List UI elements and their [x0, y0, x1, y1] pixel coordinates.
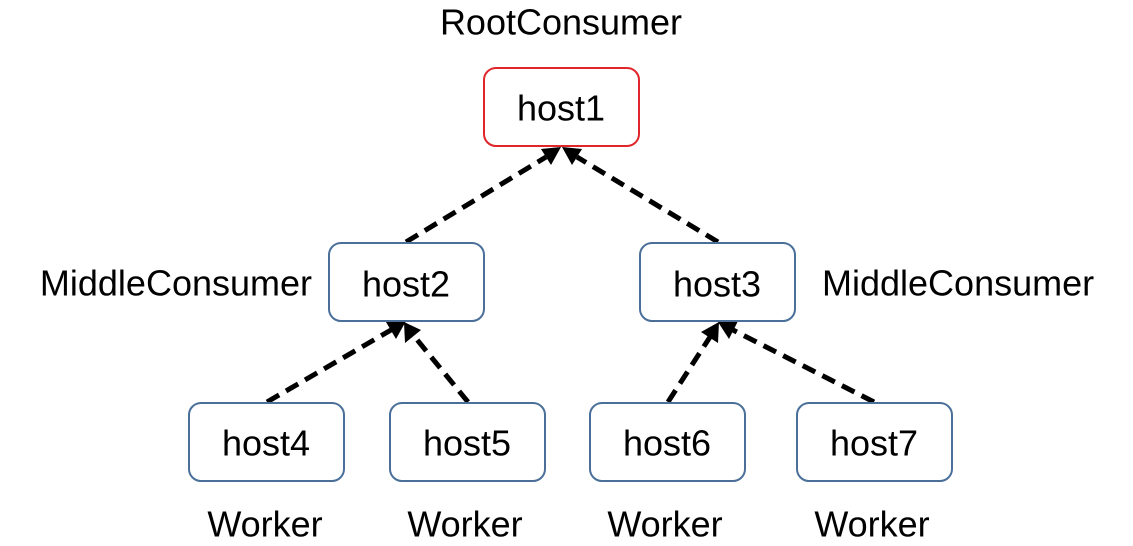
arrow-head: [404, 322, 421, 343]
node-host4[interactable]: host4: [188, 402, 345, 482]
role-label-host4: Worker: [207, 504, 322, 545]
arrow-head: [718, 321, 738, 339]
edge-host7-to-host3: [718, 321, 876, 405]
node-host3[interactable]: host3: [639, 242, 796, 322]
edge-line: [575, 154, 720, 245]
node-host6[interactable]: host6: [589, 402, 746, 482]
edge-line: [412, 334, 470, 404]
node-label-host2: host2: [362, 264, 450, 305]
node-label-host1: host1: [517, 88, 605, 129]
role-label-host3: MiddleConsumer: [822, 263, 1094, 304]
role-label-host6: Worker: [607, 504, 722, 545]
role-label-host1: RootConsumer: [440, 2, 682, 43]
edge-host3-to-host1: [562, 147, 720, 245]
node-label-host5: host5: [423, 423, 511, 464]
arrow-head: [562, 147, 582, 165]
role-labels: RootConsumer MiddleConsumer MiddleConsum…: [40, 2, 1094, 545]
node-label-host3: host3: [673, 264, 761, 305]
arrow-head: [541, 147, 561, 165]
edge-line: [731, 327, 876, 405]
nodes: host1 host2 host3 host4 host5 host6 host…: [188, 67, 953, 482]
node-box-host7: [796, 402, 953, 482]
edges: [265, 147, 876, 405]
node-label-host6: host6: [623, 423, 711, 464]
edge-line: [404, 154, 548, 245]
node-host2[interactable]: host2: [328, 242, 485, 322]
edge-host6-to-host3: [665, 322, 719, 404]
edge-host4-to-host2: [265, 321, 406, 405]
node-box-host5: [389, 402, 546, 482]
edge-line: [265, 327, 393, 405]
arrow-head: [386, 321, 406, 339]
role-label-host7: Worker: [814, 504, 929, 545]
edge-host5-to-host2: [404, 322, 470, 404]
node-box-host1: [483, 67, 640, 147]
arrow-head: [701, 322, 719, 343]
node-host5[interactable]: host5: [389, 402, 546, 482]
node-label-host7: host7: [830, 423, 918, 464]
edge-line: [665, 335, 713, 404]
node-box-host6: [589, 402, 746, 482]
node-box-host2: [328, 242, 485, 322]
role-label-host5: Worker: [407, 504, 522, 545]
node-box-host3: [639, 242, 796, 322]
role-label-host2: MiddleConsumer: [40, 263, 312, 304]
node-host1[interactable]: host1: [483, 67, 640, 147]
edge-host2-to-host1: [404, 147, 561, 245]
node-box-host4: [188, 402, 345, 482]
node-host7[interactable]: host7: [796, 402, 953, 482]
node-label-host4: host4: [222, 423, 310, 464]
